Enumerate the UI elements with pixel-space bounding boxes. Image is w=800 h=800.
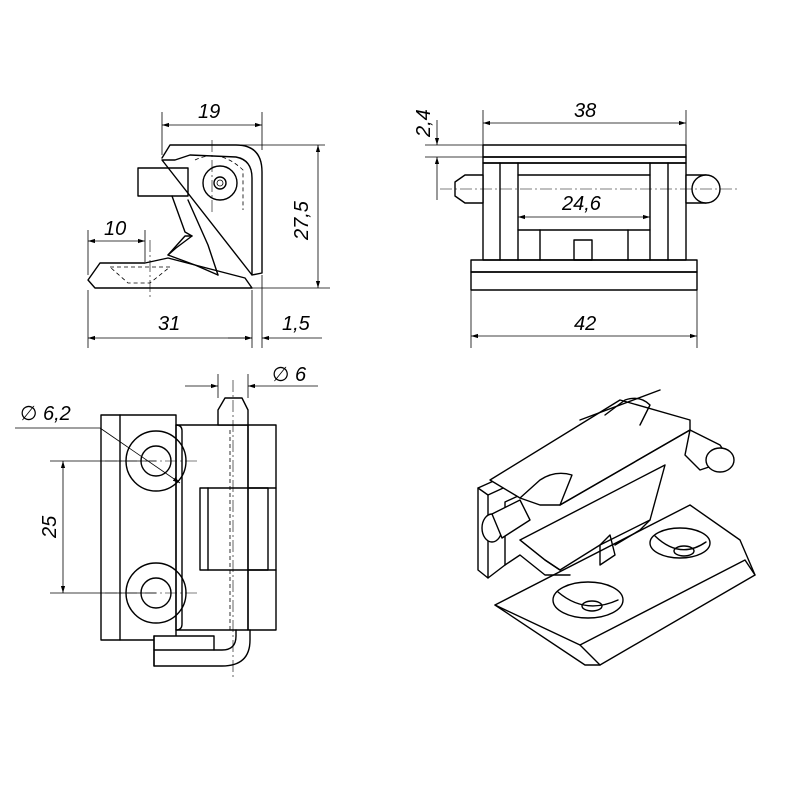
dim-top-hole-spacing: 25	[39, 515, 61, 539]
isometric-view	[477, 389, 756, 666]
dim-side-height: 27,5	[291, 200, 313, 241]
dim-side-hole-offset: 10	[104, 218, 126, 240]
dim-top-hole-diameter: ∅ 6,2	[20, 403, 71, 425]
dim-side-gap: 1,5	[282, 313, 311, 335]
front-view: 38 2,4 24,6 42	[413, 100, 740, 348]
dim-top-pin-diameter: ∅ 6	[272, 364, 307, 386]
side-view: 19 27,5 10 31 1,5	[87, 101, 330, 348]
dim-side-width-base: 31	[158, 313, 180, 335]
dim-front-inner: 24,6	[561, 193, 602, 215]
dim-front-thickness: 2,4	[413, 109, 435, 138]
dim-side-width-top: 19	[198, 101, 220, 123]
top-view: 25 ∅ 6,2 ∅ 6	[15, 364, 318, 680]
dim-front-width-top: 38	[574, 100, 596, 122]
dim-front-width-base: 42	[574, 313, 596, 335]
